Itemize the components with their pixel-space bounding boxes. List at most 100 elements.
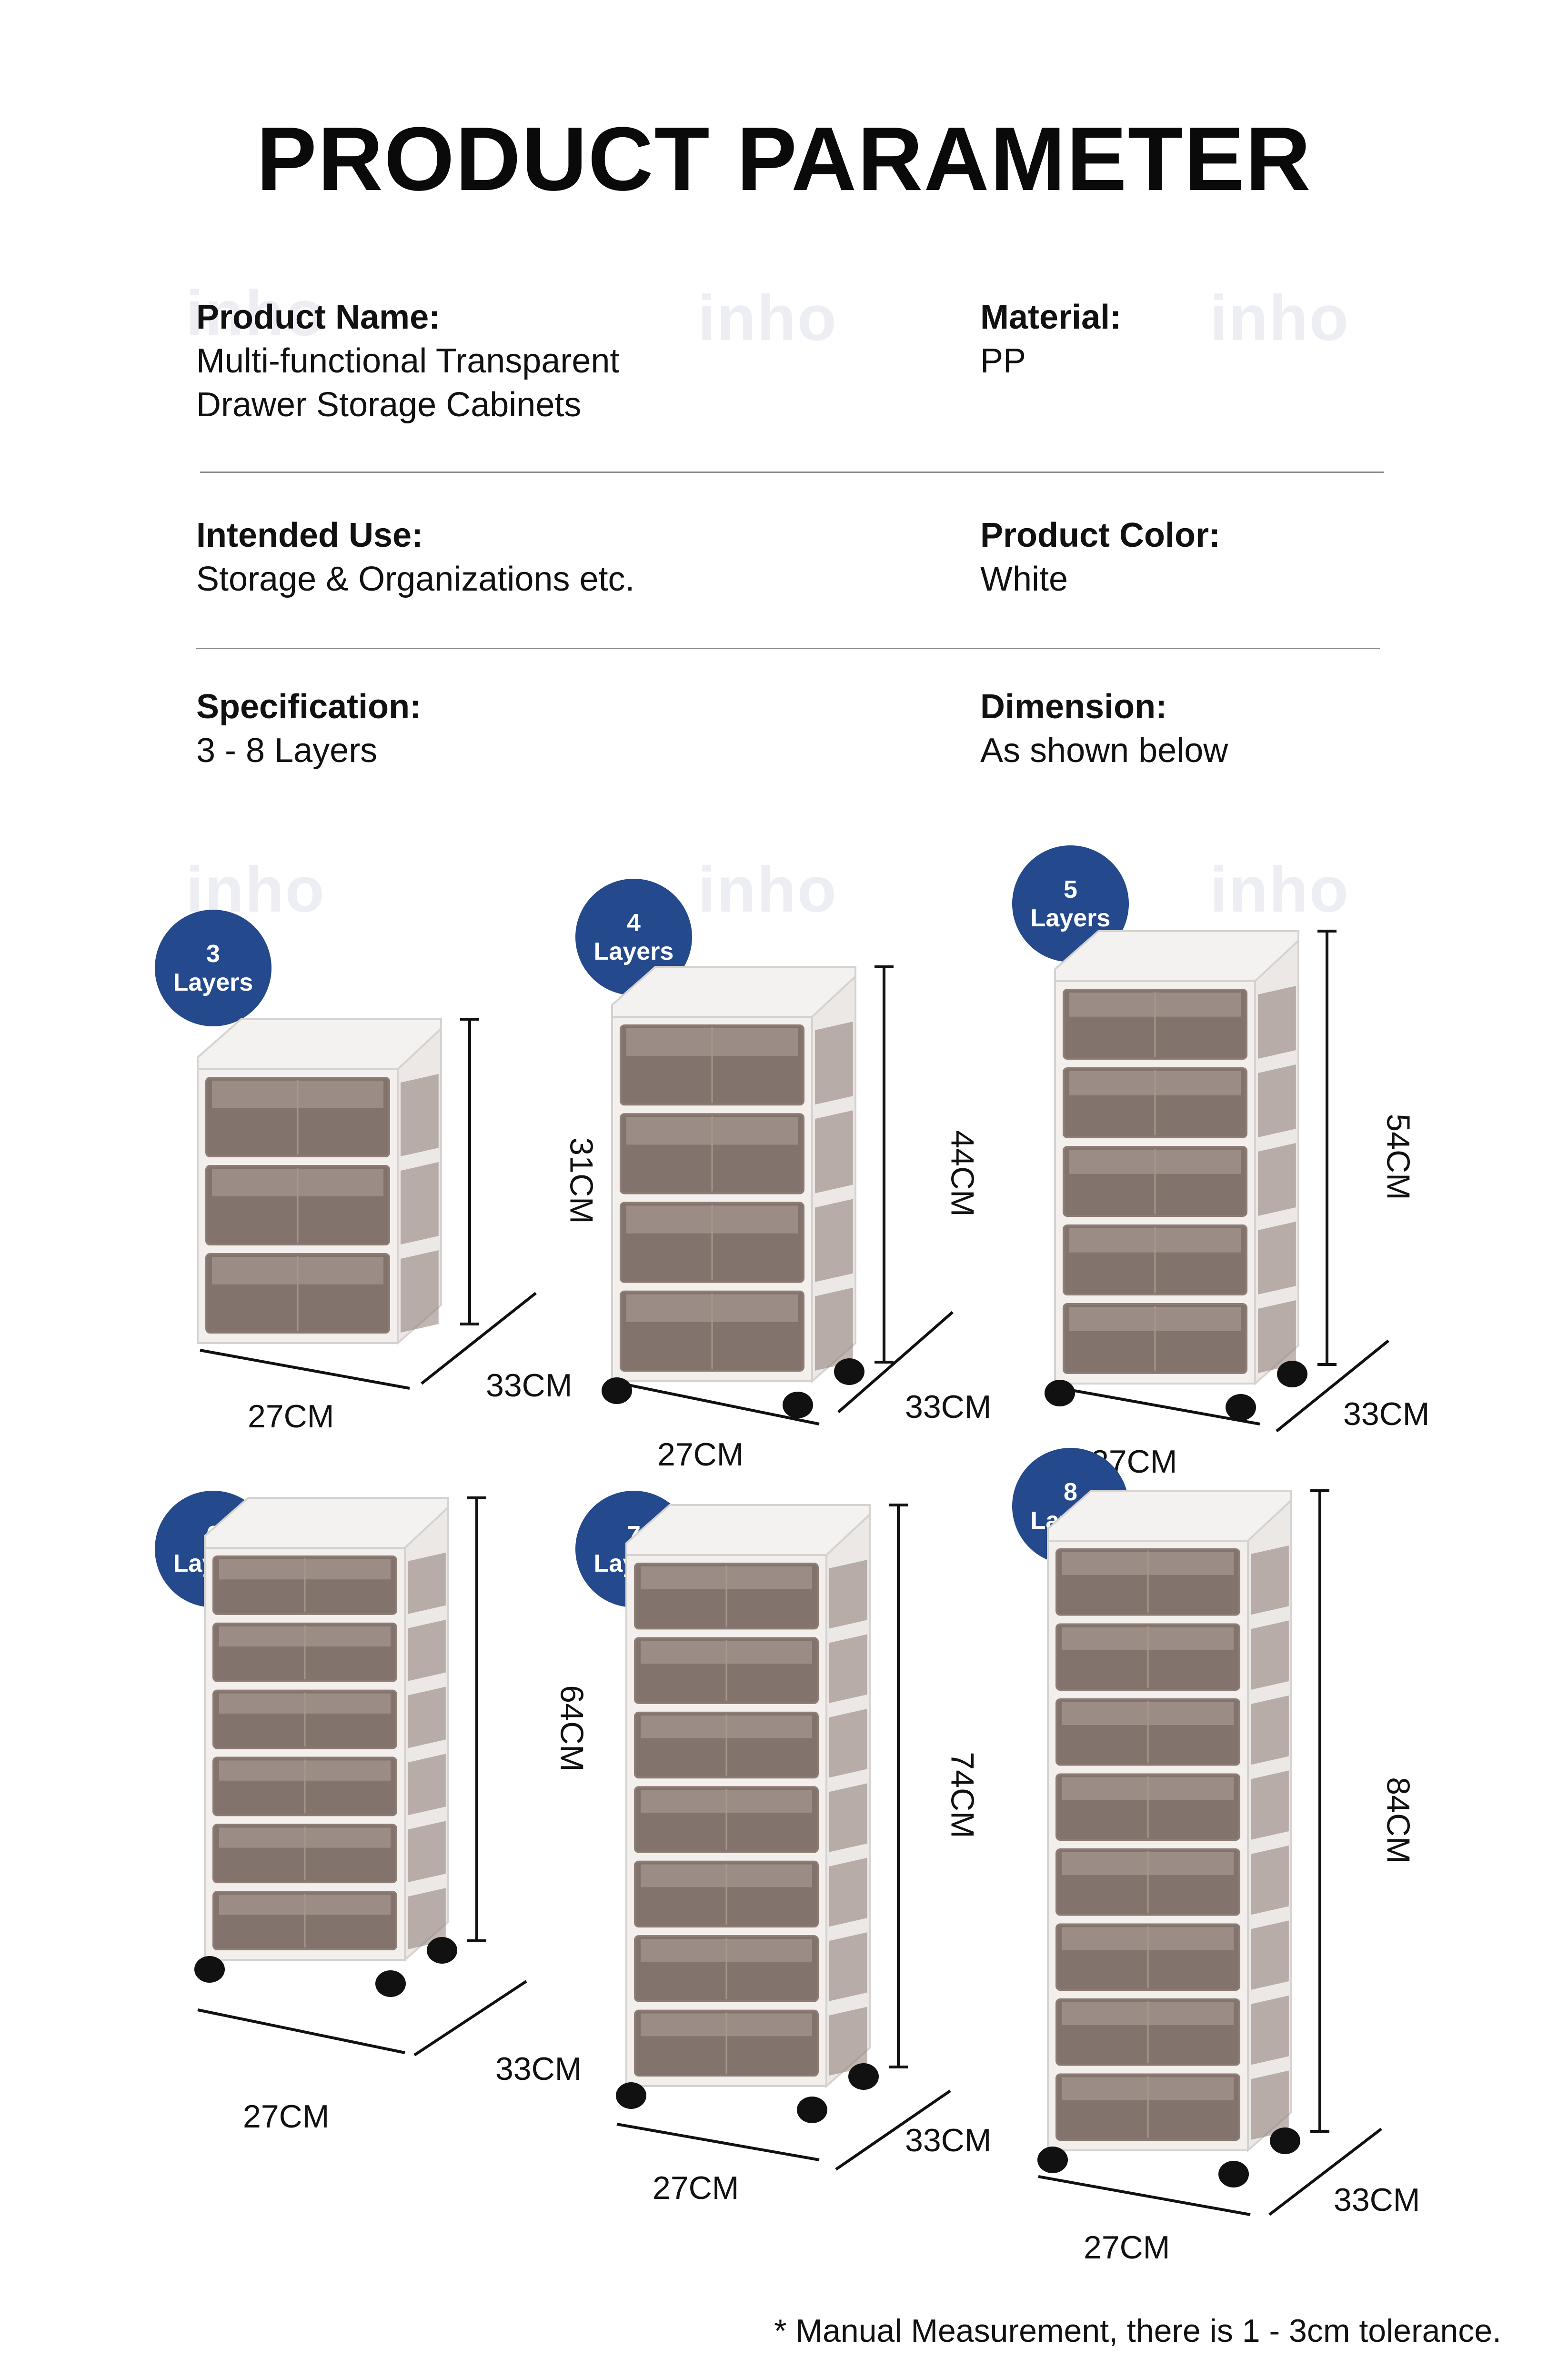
cabinet-illustration (1045, 930, 1337, 1421)
badge-number: 4 (627, 909, 641, 937)
caster-wheel (1218, 2161, 1249, 2187)
tolerance-footnote: * Manual Measurement, there is 1 - 3cm t… (774, 2313, 1501, 2349)
depth-label: 33CM (905, 1389, 992, 1425)
badge-number: 8 (1064, 1478, 1077, 1506)
caster-wheel (616, 2082, 646, 2109)
divider (200, 472, 1384, 473)
cabinet-illustration (602, 965, 894, 1418)
cabinet-illustration (197, 1018, 479, 1345)
width-label: 27CM (657, 1436, 744, 1473)
drawer-side (829, 1783, 867, 1852)
caster-wheel (834, 1358, 864, 1385)
param-value: 3 - 8 Layers (196, 732, 378, 770)
drawer-side (1251, 1545, 1289, 1615)
caster-wheel (1277, 1361, 1307, 1387)
param-specification: Specification: 3 - 8 Layers (196, 685, 421, 773)
depth-label: 33CM (1334, 2182, 1420, 2218)
width-label: 27CM (243, 2098, 330, 2135)
drawer-side (815, 1110, 853, 1194)
drawer-side (1251, 1920, 1289, 1990)
param-label: Dimension: (980, 688, 1167, 726)
height-label: 54CM (1380, 1114, 1417, 1200)
drawer-side (401, 1074, 439, 1156)
depth-label: 33CM (1343, 1396, 1430, 1432)
drawer-side (829, 1634, 867, 1703)
drawer-side (815, 1199, 853, 1282)
caster-wheel (1037, 2147, 1068, 2173)
param-label: Material: (980, 298, 1122, 336)
drawer-side (408, 1821, 446, 1883)
caster-wheel (848, 2063, 879, 2090)
param-material: Material: PP (980, 295, 1121, 383)
drawer-side (1251, 1620, 1289, 1690)
caster-wheel (602, 1377, 632, 1404)
cabinet-illustration (616, 1504, 908, 2123)
width-label: 27CM (653, 2170, 739, 2206)
width-dimension-line (197, 2008, 405, 2054)
param-label: Product Color: (980, 516, 1220, 554)
cabinet-illustration (194, 1496, 486, 1997)
caster-wheel (1045, 1380, 1075, 1406)
watermark-logo: inho (1210, 282, 1349, 354)
param-value: As shown below (980, 732, 1228, 770)
drawer-side (408, 1754, 446, 1816)
depth-label: 33CM (486, 1367, 573, 1404)
page-title: PRODUCT PARAMETER (256, 109, 1312, 210)
caster-wheel (1270, 2127, 1300, 2154)
watermark-logo: inho (1210, 853, 1349, 925)
badge-number: 3 (206, 940, 220, 968)
caster-wheel (427, 1937, 457, 1964)
drawer-side (829, 1932, 867, 2001)
watermark-logo: inho (698, 282, 837, 354)
param-value: PP (980, 342, 1026, 380)
param-product-color: Product Color: White (980, 513, 1220, 601)
height-label: 31CM (563, 1137, 600, 1224)
watermark-logo: inho (698, 853, 837, 925)
drawer-side (1258, 1143, 1296, 1216)
caster-wheel (375, 1970, 406, 1997)
param-value: Drawer Storage Cabinets (196, 386, 582, 424)
drawer-side (815, 1287, 853, 1371)
param-value: Multi-functional Transparent (196, 342, 620, 380)
drawer-side (1258, 986, 1296, 1059)
height-label: 44CM (944, 1130, 981, 1217)
param-value: Storage & Organizations etc. (196, 560, 635, 598)
caster-wheel (797, 2097, 827, 2123)
divider (196, 648, 1380, 649)
depth-label: 33CM (495, 2051, 582, 2087)
drawer-side (1251, 1846, 1289, 1915)
drawer-side (829, 1708, 867, 1778)
caster-wheel (1226, 1394, 1256, 1421)
drawer-side (829, 1560, 867, 1629)
drawer-side (408, 1686, 446, 1748)
param-dimension: Dimension: As shown below (980, 685, 1228, 773)
depth-label: 33CM (905, 2122, 992, 2158)
drawer-side (829, 2007, 867, 2076)
drawer-side (401, 1250, 439, 1333)
caster-wheel (194, 1956, 225, 1983)
drawer-side (1258, 1222, 1296, 1294)
param-label: Specification: (196, 688, 422, 726)
param-label: Product Name: (196, 298, 441, 336)
height-label: 74CM (944, 1752, 981, 1838)
param-intended-use: Intended Use: Storage & Organizations et… (196, 513, 635, 601)
caster-wheel (783, 1392, 813, 1418)
watermark-logo: inho (186, 277, 325, 349)
width-dimension-line (616, 2123, 820, 2161)
drawer-side (1251, 1770, 1289, 1840)
height-label: 84CM (1380, 1776, 1417, 1864)
drawer-side (1258, 1064, 1296, 1137)
drawer-side (1251, 1996, 1289, 2065)
width-label: 27CM (248, 1398, 334, 1435)
drawer-side (1251, 1696, 1289, 1765)
drawer-side (815, 1022, 853, 1105)
drawer-side (408, 1553, 446, 1614)
drawer-side (1251, 2070, 1289, 2140)
param-product-name: Product Name: Multi-functional Transpare… (196, 295, 619, 427)
drawer-side (401, 1162, 439, 1244)
drawer-side (829, 1857, 867, 1927)
height-label: 64CM (553, 1685, 590, 1772)
cabinet-illustration (1037, 1489, 1329, 2187)
badge-label: Layers (593, 937, 674, 965)
